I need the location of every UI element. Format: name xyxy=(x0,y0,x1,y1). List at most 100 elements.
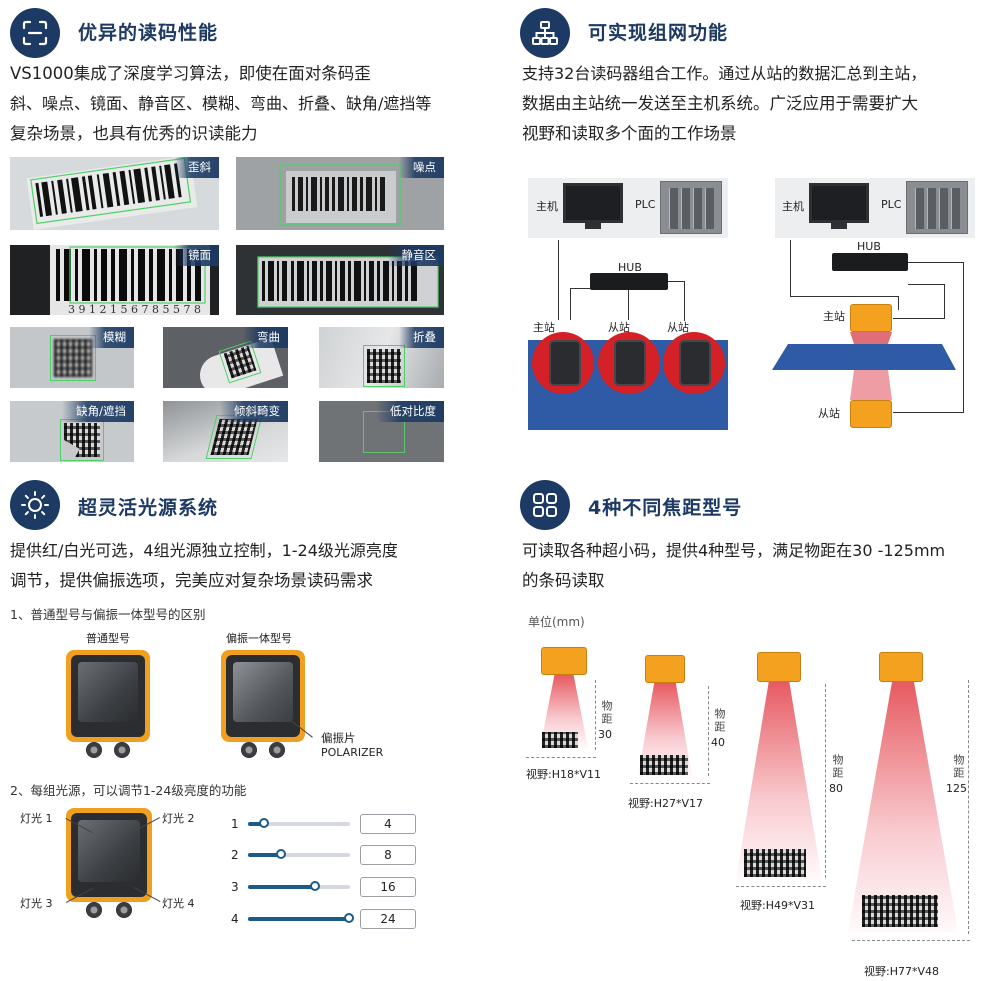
wire xyxy=(790,296,898,297)
slider-track[interactable] xyxy=(248,822,350,826)
tile-curve: 弯曲 xyxy=(163,327,288,388)
distance-marker xyxy=(708,686,709,776)
qr-code xyxy=(542,732,578,748)
host-label: 主机 xyxy=(536,200,558,213)
slider-value[interactable]: 24 xyxy=(360,909,416,929)
section-body-focal: 可读取各种超小码，提供4种型号，满足物距在30 -125mm 的条码读取 xyxy=(522,536,992,596)
tile-mirror: 3 9 1 2 1 5 6 7 8 5 5 7 8 镜面 xyxy=(10,245,219,315)
tile-noise: 噪点 xyxy=(236,157,444,230)
tile-skew: 歪斜 xyxy=(10,157,219,230)
connector xyxy=(114,742,130,758)
camera-lens-polarized xyxy=(233,662,293,722)
section-body-reading: VS1000集成了深度学习算法，即使在面对条码歪 斜、噪点、镜面、静音区、模糊、… xyxy=(10,59,480,149)
master-label: 主站 xyxy=(533,321,555,334)
detect-box xyxy=(50,335,96,381)
slave-label: 从站 xyxy=(608,321,630,334)
slider-fill xyxy=(248,822,265,826)
fov-label: 视野:H77*V48 xyxy=(864,965,939,978)
section-body-network: 支持32台读码器组合工作。通过从站的数据汇总到主站， 数据由主站统一发送至主机系… xyxy=(522,59,992,149)
wire xyxy=(908,262,963,263)
slider-value[interactable]: 4 xyxy=(360,814,416,834)
reader-icon xyxy=(879,652,923,682)
body-line: 数据由主站统一发送至主机系统。广泛应用于需要扩大 xyxy=(522,94,918,113)
reader-icon xyxy=(541,647,587,675)
tile-label: 歪斜 xyxy=(174,157,219,178)
section-title-network: 可实现组网功能 xyxy=(588,22,729,44)
slider-value[interactable]: 16 xyxy=(360,877,416,897)
slider-fill xyxy=(248,885,316,889)
slider-knob[interactable] xyxy=(259,818,269,828)
monitor-stand xyxy=(585,223,601,229)
slider-index: 3 xyxy=(231,880,239,894)
hub-label: HUB xyxy=(618,261,642,274)
network-tree-icon xyxy=(520,8,570,58)
wire xyxy=(898,296,899,310)
plc-icon xyxy=(906,181,968,234)
qr-code xyxy=(862,895,938,927)
skewed-barcode xyxy=(26,157,198,230)
plc-label: PLC xyxy=(635,198,656,211)
distance-label: 物距 xyxy=(831,754,844,780)
light-2-label: 灯光 2 xyxy=(162,812,195,825)
slave-label: 从站 xyxy=(667,321,689,334)
slave-label: 从站 xyxy=(818,407,840,420)
detect-box xyxy=(60,419,104,461)
tile-label: 倾斜畸变 xyxy=(220,401,288,422)
tile-missing-corner: 缺角/遮挡 xyxy=(10,401,134,462)
slider-value[interactable]: 8 xyxy=(360,845,416,865)
tile-perspective: 倾斜畸变 xyxy=(163,401,288,462)
detect-box xyxy=(363,345,405,387)
reader-icon xyxy=(850,304,892,332)
fov-marker xyxy=(526,757,596,758)
connector xyxy=(241,742,257,758)
distance-marker xyxy=(595,680,596,750)
camera-lens xyxy=(78,662,138,722)
svg-text:3 9 1 2 1 5 6 7 8 5 5 7 8: 3 9 1 2 1 5 6 7 8 5 5 7 8 xyxy=(68,303,201,315)
qr-code xyxy=(367,349,401,383)
fov-label: 视野:H49*V31 xyxy=(740,899,815,912)
monitor-stand xyxy=(831,223,847,229)
wire xyxy=(684,281,685,321)
monitor-icon xyxy=(809,183,869,223)
fov-label: 视野:H27*V17 xyxy=(628,797,703,810)
wire xyxy=(893,318,945,319)
wire xyxy=(668,281,684,282)
slider-knob[interactable] xyxy=(344,913,354,923)
hub-icon xyxy=(832,253,908,271)
slider-fill xyxy=(248,917,350,921)
grid-four-icon xyxy=(520,480,570,530)
body-line: 提供红/白光可选，4组光源独立控制，1-24级光源亮度 xyxy=(10,541,398,560)
fov-marker xyxy=(852,940,970,941)
distance-label: 物距 xyxy=(952,754,965,780)
light-1-label: 灯光 1 xyxy=(20,812,53,825)
slider-track[interactable] xyxy=(248,853,350,857)
wire xyxy=(570,288,590,289)
wire xyxy=(628,290,629,320)
scan-frame-icon xyxy=(10,8,60,58)
distance-value: 30 xyxy=(598,728,612,741)
hub-icon xyxy=(590,273,668,290)
wire xyxy=(908,284,945,285)
section-body-light: 提供红/白光可选，4组光源独立控制，1-24级光源亮度 调节，提供偏振选项，完美… xyxy=(10,536,490,596)
polarizer-cn-label: 偏振片 xyxy=(321,731,356,745)
hub-label: HUB xyxy=(857,240,881,253)
tile-low-contrast: 低对比度 xyxy=(319,401,444,462)
section-title-focal: 4种不同焦距型号 xyxy=(588,497,743,519)
slider-knob[interactable] xyxy=(276,849,286,859)
reader-icon xyxy=(614,340,646,386)
slider-knob[interactable] xyxy=(310,881,320,891)
distance-value: 80 xyxy=(829,782,843,795)
conveyor-plane xyxy=(772,332,956,400)
body-line: VS1000集成了深度学习算法，即使在面对条码歪 xyxy=(10,64,371,83)
wire xyxy=(893,412,964,413)
distance-marker xyxy=(825,684,826,878)
distance-value: 40 xyxy=(711,736,725,749)
wire xyxy=(944,284,945,319)
slider-index: 1 xyxy=(231,817,239,831)
tile-fold: 折叠 xyxy=(319,327,444,388)
wire xyxy=(963,262,964,412)
tile-label: 低对比度 xyxy=(376,401,444,422)
sun-icon xyxy=(10,480,60,530)
polarizer-en-label: POLARIZER xyxy=(321,746,384,759)
wire xyxy=(790,240,791,296)
